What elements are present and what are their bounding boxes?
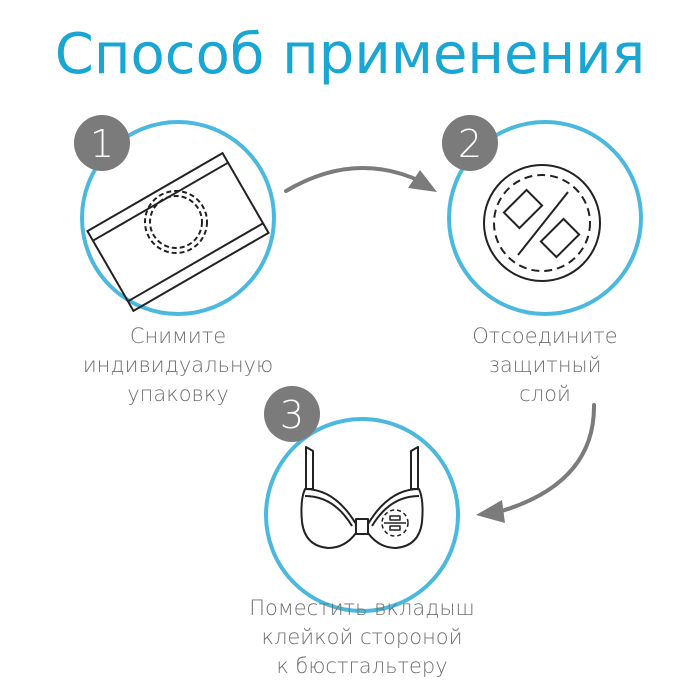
step-2-caption-line: Отсоедините: [472, 324, 618, 348]
step-1-number: 1: [90, 122, 114, 166]
step-1-caption: Снимите индивидуальную упаковку: [58, 322, 298, 409]
pad-protective-layer-icon: [483, 164, 601, 282]
arrow-step1-to-step2: [284, 166, 437, 193]
step-1-caption-line: индивидуальную: [82, 353, 274, 377]
step-2-caption-line: слой: [519, 382, 571, 406]
package-wrapper-icon: [86, 151, 270, 313]
step-3-caption-line: клейкой стороной: [261, 625, 463, 649]
dashed-pad-icon: [144, 190, 208, 254]
step-1-badge: [74, 115, 130, 171]
step-1: 1: [74, 115, 276, 316]
step-3-ring: [264, 417, 460, 613]
step-1-caption-line: упаковку: [127, 382, 229, 406]
step-1-ring: [80, 120, 276, 316]
step-2-badge: [442, 115, 498, 171]
step-2-number: 2: [458, 122, 482, 166]
step-2-caption-line: защитный: [488, 353, 602, 377]
arrow-step2-to-step3: [476, 403, 597, 523]
step-1-caption-line: Снимите: [129, 324, 227, 348]
step-2-ring: [447, 120, 643, 316]
step-3-number: 3: [280, 393, 304, 437]
step-3-caption: Поместить вкладыш клейкой стороной к бюс…: [212, 594, 512, 681]
page-title: Способ применения: [54, 22, 646, 87]
step-2-caption: Отсоедините защитный слой: [425, 322, 665, 409]
step-3-badge: [264, 386, 320, 442]
step-3-caption-line: Поместить вкладыш: [249, 596, 475, 620]
step-3-caption-line: к бюстгальтеру: [276, 654, 448, 678]
bra-with-insert-icon: [300, 446, 424, 549]
step-2: 2: [442, 115, 643, 316]
step-3: 3: [264, 386, 460, 613]
